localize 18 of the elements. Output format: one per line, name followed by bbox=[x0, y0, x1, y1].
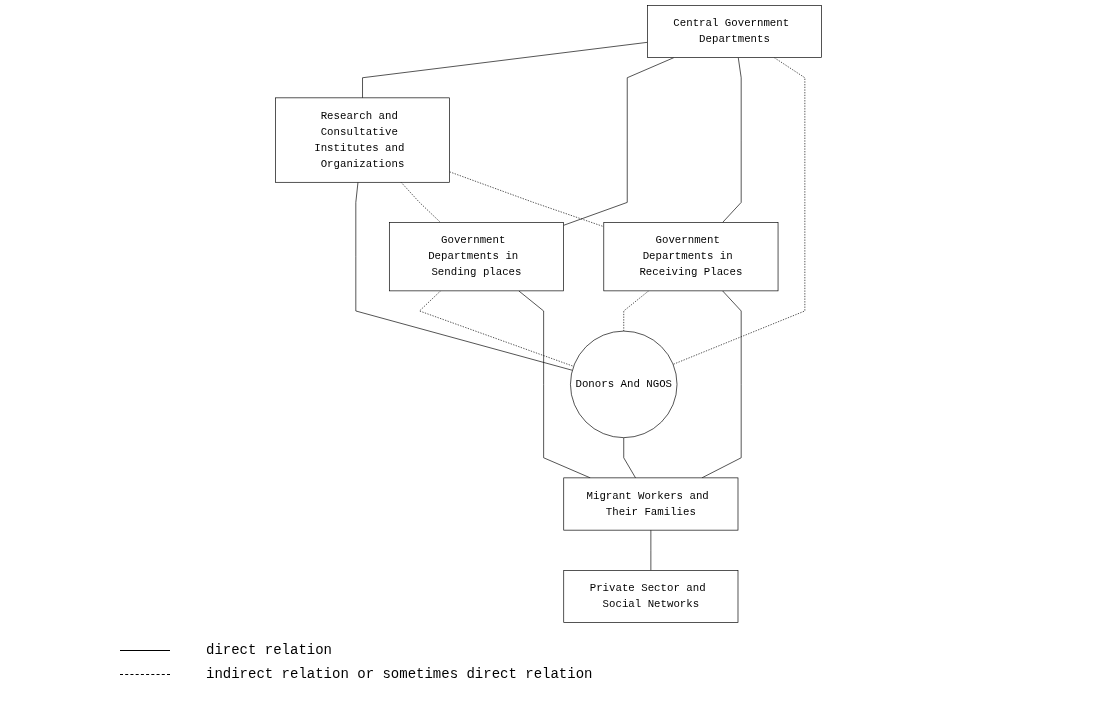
node-box: Central Government Departments bbox=[646, 5, 822, 58]
legend-text: indirect relation or sometimes direct relation bbox=[206, 666, 593, 682]
connector bbox=[721, 57, 741, 223]
legend-text: direct relation bbox=[206, 642, 333, 658]
connector bbox=[622, 437, 636, 479]
connector bbox=[562, 57, 674, 226]
node-box: Government Departments in Sending places bbox=[388, 222, 564, 292]
connector bbox=[361, 42, 648, 99]
connector bbox=[650, 529, 651, 571]
node-box: Migrant Workers and Their Families bbox=[562, 477, 738, 531]
node-box: Government Departments in Receiving Places bbox=[602, 222, 778, 292]
connector bbox=[672, 57, 805, 365]
connector bbox=[355, 181, 573, 371]
node-box: Research and Consultative Institutes and Organizations bbox=[274, 97, 450, 183]
node-box: Private Sector and Social Networks bbox=[562, 570, 738, 623]
connector bbox=[400, 181, 441, 223]
connector bbox=[418, 290, 574, 367]
node-circle: Donors And NGOS bbox=[569, 330, 677, 438]
